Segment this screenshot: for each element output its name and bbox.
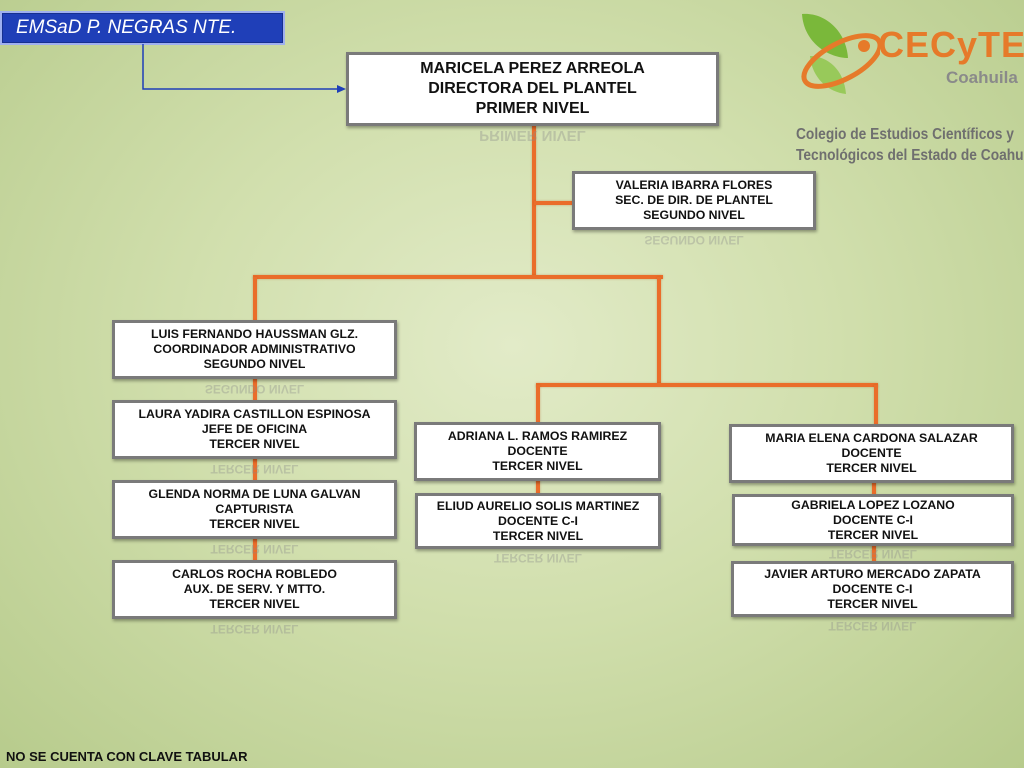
node-name: JAVIER ARTURO MERCADO ZAPATA (764, 566, 981, 581)
logo-state: Coahuila (946, 68, 1018, 87)
node-level: PRIMER NIVEL (475, 100, 590, 117)
node-level: TERCER NIVEL (209, 597, 300, 611)
node-name: ADRIANA L. RAMOS RAMIREZ (447, 429, 628, 443)
node-level: SEGUNDO NIVEL (203, 357, 306, 371)
node-role: DOCENTE C-I (833, 512, 913, 527)
header-arrow (142, 44, 346, 93)
node-teacher-solis: ELIUD AURELIO SOLIS MARTINEZ DOCENTE C-I… (415, 493, 661, 549)
connector (536, 385, 540, 425)
node-name: MARICELA PEREZ ARREOLA (420, 60, 645, 77)
cecyte-logo: CECyTE Coahuila Colegio de Estudios Cien… (790, 6, 1024, 171)
node-office-chief: LAURA YADIRA CASTILLON ESPINOSA JEFE DE … (112, 400, 397, 459)
node-level: SEGUNDO NIVEL (643, 208, 745, 222)
node-role: SEC. DE DIR. DE PLANTEL (615, 193, 773, 207)
node-teacher-mercado: JAVIER ARTURO MERCADO ZAPATA DOCENTE C-I… (731, 561, 1014, 617)
node-coordinator: LUIS FERNANDO HAUSSMAN GLZ. COORDINADOR … (112, 320, 397, 379)
node-level: TERCER NIVEL (492, 459, 583, 473)
node-role: DIRECTORA DEL PLANTEL (428, 80, 637, 97)
connector (253, 277, 257, 322)
node-director: MARICELA PEREZ ARREOLA DIRECTORA DEL PLA… (346, 52, 719, 126)
connector (872, 543, 876, 563)
logo-brand: CECyTE (878, 24, 1024, 65)
node-name: CARLOS ROCHA ROBLEDO (172, 567, 337, 581)
connector (872, 480, 876, 498)
node-reflection: TERCER NIVEL (493, 551, 582, 565)
connector (253, 275, 663, 279)
node-level: TERCER NIVEL (209, 517, 300, 531)
node-secretary: VALERIA IBARRA FLORES SEC. DE DIR. DE PL… (572, 171, 816, 230)
footer-note: NO SE CUENTA CON CLAVE TABULAR (6, 749, 248, 764)
connector (536, 478, 540, 496)
node-capturist: GLENDA NORMA DE LUNA GALVAN CAPTURISTA T… (112, 480, 397, 539)
node-role: DOCENTE (841, 446, 902, 460)
node-name: LAURA YADIRA CASTILLON ESPINOSA (138, 407, 371, 421)
node-name: LUIS FERNANDO HAUSSMAN GLZ. (151, 327, 358, 341)
logo-name-line1: Colegio de Estudios Científicos y (796, 126, 1014, 143)
node-teacher-ramos: ADRIANA L. RAMOS RAMIREZ DOCENTE TERCER … (414, 422, 661, 481)
logo-institution-name: Colegio de Estudios Científicos y Tecnol… (796, 124, 1024, 166)
node-name: MARIA ELENA CARDONA SALAZAR (765, 431, 978, 445)
node-name: GLENDA NORMA DE LUNA GALVAN (148, 487, 361, 501)
node-teacher-lopez: GABRIELA LOPEZ LOZANO DOCENTE C-I TERCER… (732, 494, 1014, 546)
node-reflection: SEGUNDO NIVEL (644, 233, 744, 247)
leaf-logo-icon (801, 13, 880, 94)
node-role: JEFE DE OFICINA (201, 422, 308, 436)
node-level: TERCER NIVEL (209, 437, 300, 451)
connector (657, 277, 661, 385)
node-reflection: TERCER NIVEL (828, 619, 917, 633)
connector (536, 383, 878, 387)
connector (534, 201, 574, 205)
node-role: DOCENTE (507, 444, 568, 458)
node-level: TERCER NIVEL (826, 461, 917, 475)
node-name: VALERIA IBARRA FLORES (615, 178, 773, 192)
logo-name-line2: Tecnológicos del Estado de Coahuila (796, 147, 1024, 164)
node-level: TERCER NIVEL (492, 528, 584, 543)
node-name: GABRIELA LOPEZ LOZANO (791, 497, 955, 512)
node-role: CAPTURISTA (215, 502, 294, 516)
node-role: DOCENTE C-I (498, 513, 578, 528)
connector (253, 377, 257, 562)
node-name: ELIUD AURELIO SOLIS MARTINEZ (436, 498, 640, 513)
node-role: COORDINADOR ADMINISTRATIVO (153, 342, 356, 356)
node-teacher-cardona: MARIA ELENA CARDONA SALAZAR DOCENTE TERC… (729, 424, 1014, 483)
node-reflection: TERCER NIVEL (210, 622, 299, 636)
node-level: TERCER NIVEL (827, 596, 918, 611)
node-role: AUX. DE SERV. Y MTTO. (183, 582, 326, 596)
node-maintenance: CARLOS ROCHA ROBLEDO AUX. DE SERV. Y MTT… (112, 560, 397, 619)
connector (874, 385, 878, 428)
node-level: TERCER NIVEL (827, 527, 919, 542)
node-role: DOCENTE C-I (832, 581, 913, 596)
